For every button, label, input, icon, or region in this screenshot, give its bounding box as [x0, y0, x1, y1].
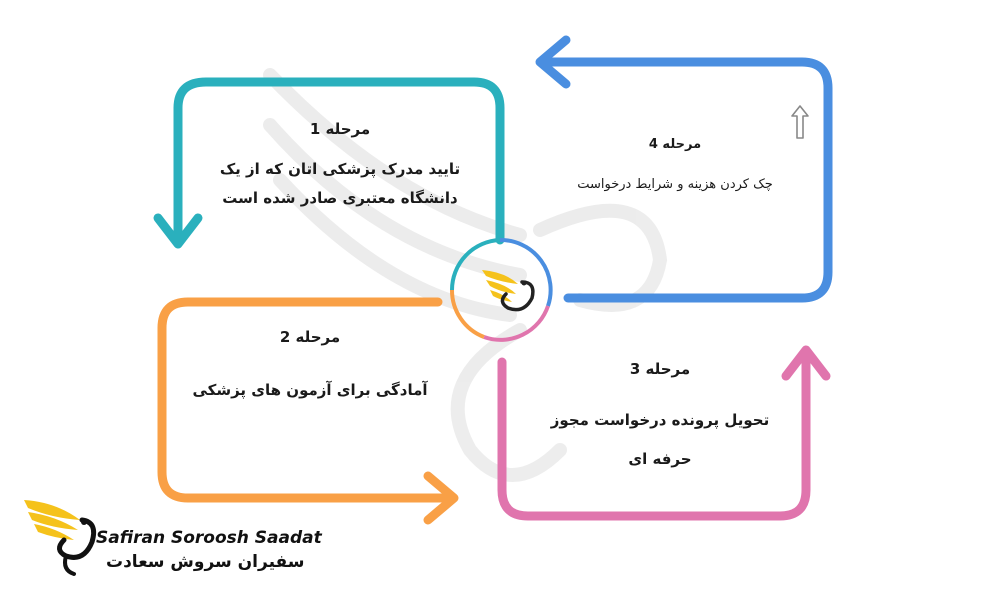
- step3-body: تحویل پرونده درخواست مجوز حرفه ای: [550, 411, 770, 469]
- phoenix-logo-icon: [482, 270, 535, 312]
- step1-body: تایید مدرک پزشکی اتان که از یک دانشگاه م…: [219, 160, 461, 207]
- brand-phoenix-icon: [24, 500, 97, 576]
- step3-label: مرحله 3 تحویل پرونده درخواست مجوز حرفه ا…: [545, 358, 775, 479]
- brand-name-fa: سفیران سروش سعادت: [106, 552, 305, 572]
- step4-connector: [535, 35, 833, 303]
- brand-logo: Safiran Soroosh Saadat سفیران سروش سعادت: [22, 490, 322, 580]
- step2-label: مرحله 2 آمادگی برای آزمون های پزشکی: [190, 326, 430, 403]
- step4-title: مرحله 4: [648, 137, 702, 152]
- step2-body: آمادگی برای آزمون های پزشکی: [192, 381, 428, 400]
- step2-title: مرحله 2: [279, 328, 341, 346]
- up-arrow-icon: [791, 105, 809, 139]
- step4-body: چک کردن هزینه و شرایط درخواست: [577, 177, 773, 193]
- watermark-wing-icon: [263, 68, 668, 482]
- step2-connector: [157, 297, 459, 525]
- step1-label: مرحله 1 تایید مدرک پزشکی اتان که از یک د…: [215, 118, 465, 212]
- center-ring: [449, 237, 553, 342]
- step4-label: مرحله 4 چک کردن هزینه و شرایط درخواست: [560, 135, 790, 197]
- step3-connector: [497, 345, 831, 521]
- step1-connector: [153, 77, 505, 249]
- step3-title: مرحله 3: [629, 360, 691, 378]
- step1-title: مرحله 1: [309, 120, 371, 138]
- brand-name-en: Safiran Soroosh Saadat: [96, 528, 322, 548]
